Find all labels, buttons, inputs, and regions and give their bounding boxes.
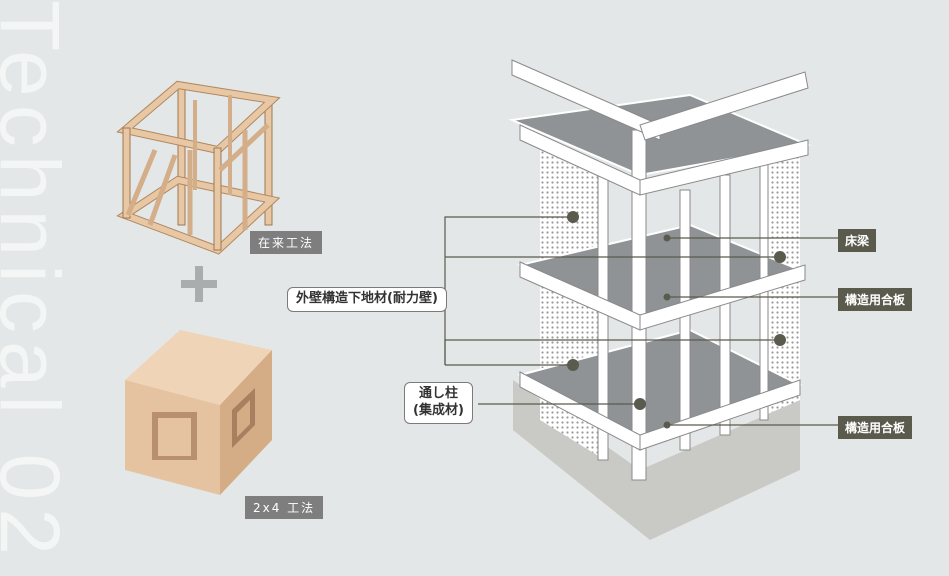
structural-plywood-lower-label: 構造用合板 — [838, 416, 912, 439]
two-by-four-box-illustration — [125, 330, 272, 495]
conventional-frame-illustration — [123, 85, 272, 250]
building-structure-illustration — [512, 60, 808, 540]
conventional-method-label: 在来工法 — [250, 231, 322, 254]
through-column-callout: 通し柱 (集成材) — [404, 382, 473, 424]
floor-beam-label: 床梁 — [838, 229, 876, 252]
exterior-wall-callout-text: 外壁構造下地材(耐力壁) — [296, 291, 438, 306]
through-column-line1: 通し柱 — [413, 386, 464, 403]
two-by-four-method-label: 2x4 工法 — [245, 496, 323, 519]
through-column-line2: (集成材) — [413, 403, 464, 420]
structural-plywood-upper-label: 構造用合板 — [838, 288, 912, 311]
plus-icon — [181, 266, 217, 302]
exterior-wall-callout: 外壁構造下地材(耐力壁) — [287, 287, 447, 312]
